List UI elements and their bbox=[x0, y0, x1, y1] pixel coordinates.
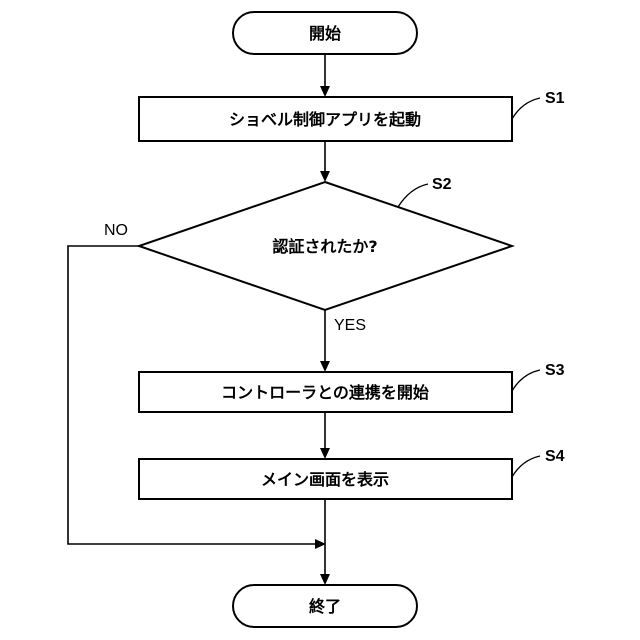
step-id-s4: S4 bbox=[545, 448, 565, 465]
step-leader-s2 bbox=[398, 184, 428, 207]
arrowhead-s4-end bbox=[320, 574, 330, 585]
step-id-s3: S3 bbox=[545, 362, 565, 379]
arrowhead-s2-s3 bbox=[320, 361, 330, 372]
step-leader-s4 bbox=[512, 456, 540, 477]
process-label-s3: コントローラとの連携を開始 bbox=[221, 383, 429, 402]
arrowhead-s3-s4 bbox=[320, 448, 330, 459]
step-leader-s1 bbox=[512, 98, 540, 119]
step-leader-s3 bbox=[512, 370, 540, 391]
process-label-s4: メイン画面を表示 bbox=[261, 470, 389, 489]
step-id-s2: S2 bbox=[432, 176, 452, 193]
arrowhead-start-s1 bbox=[320, 86, 330, 97]
decision-label-s2: 認証されたか? bbox=[272, 237, 377, 256]
end-label: 終了 bbox=[309, 597, 341, 616]
process-label-s1: ショベル制御アプリを起動 bbox=[229, 110, 421, 129]
start-label: 開始 bbox=[309, 24, 341, 43]
arrowhead-s1-s2 bbox=[320, 171, 330, 182]
step-id-s1: S1 bbox=[545, 90, 565, 107]
branch-label-no: NO bbox=[104, 222, 128, 239]
branch-label-yes: YES bbox=[334, 317, 366, 334]
